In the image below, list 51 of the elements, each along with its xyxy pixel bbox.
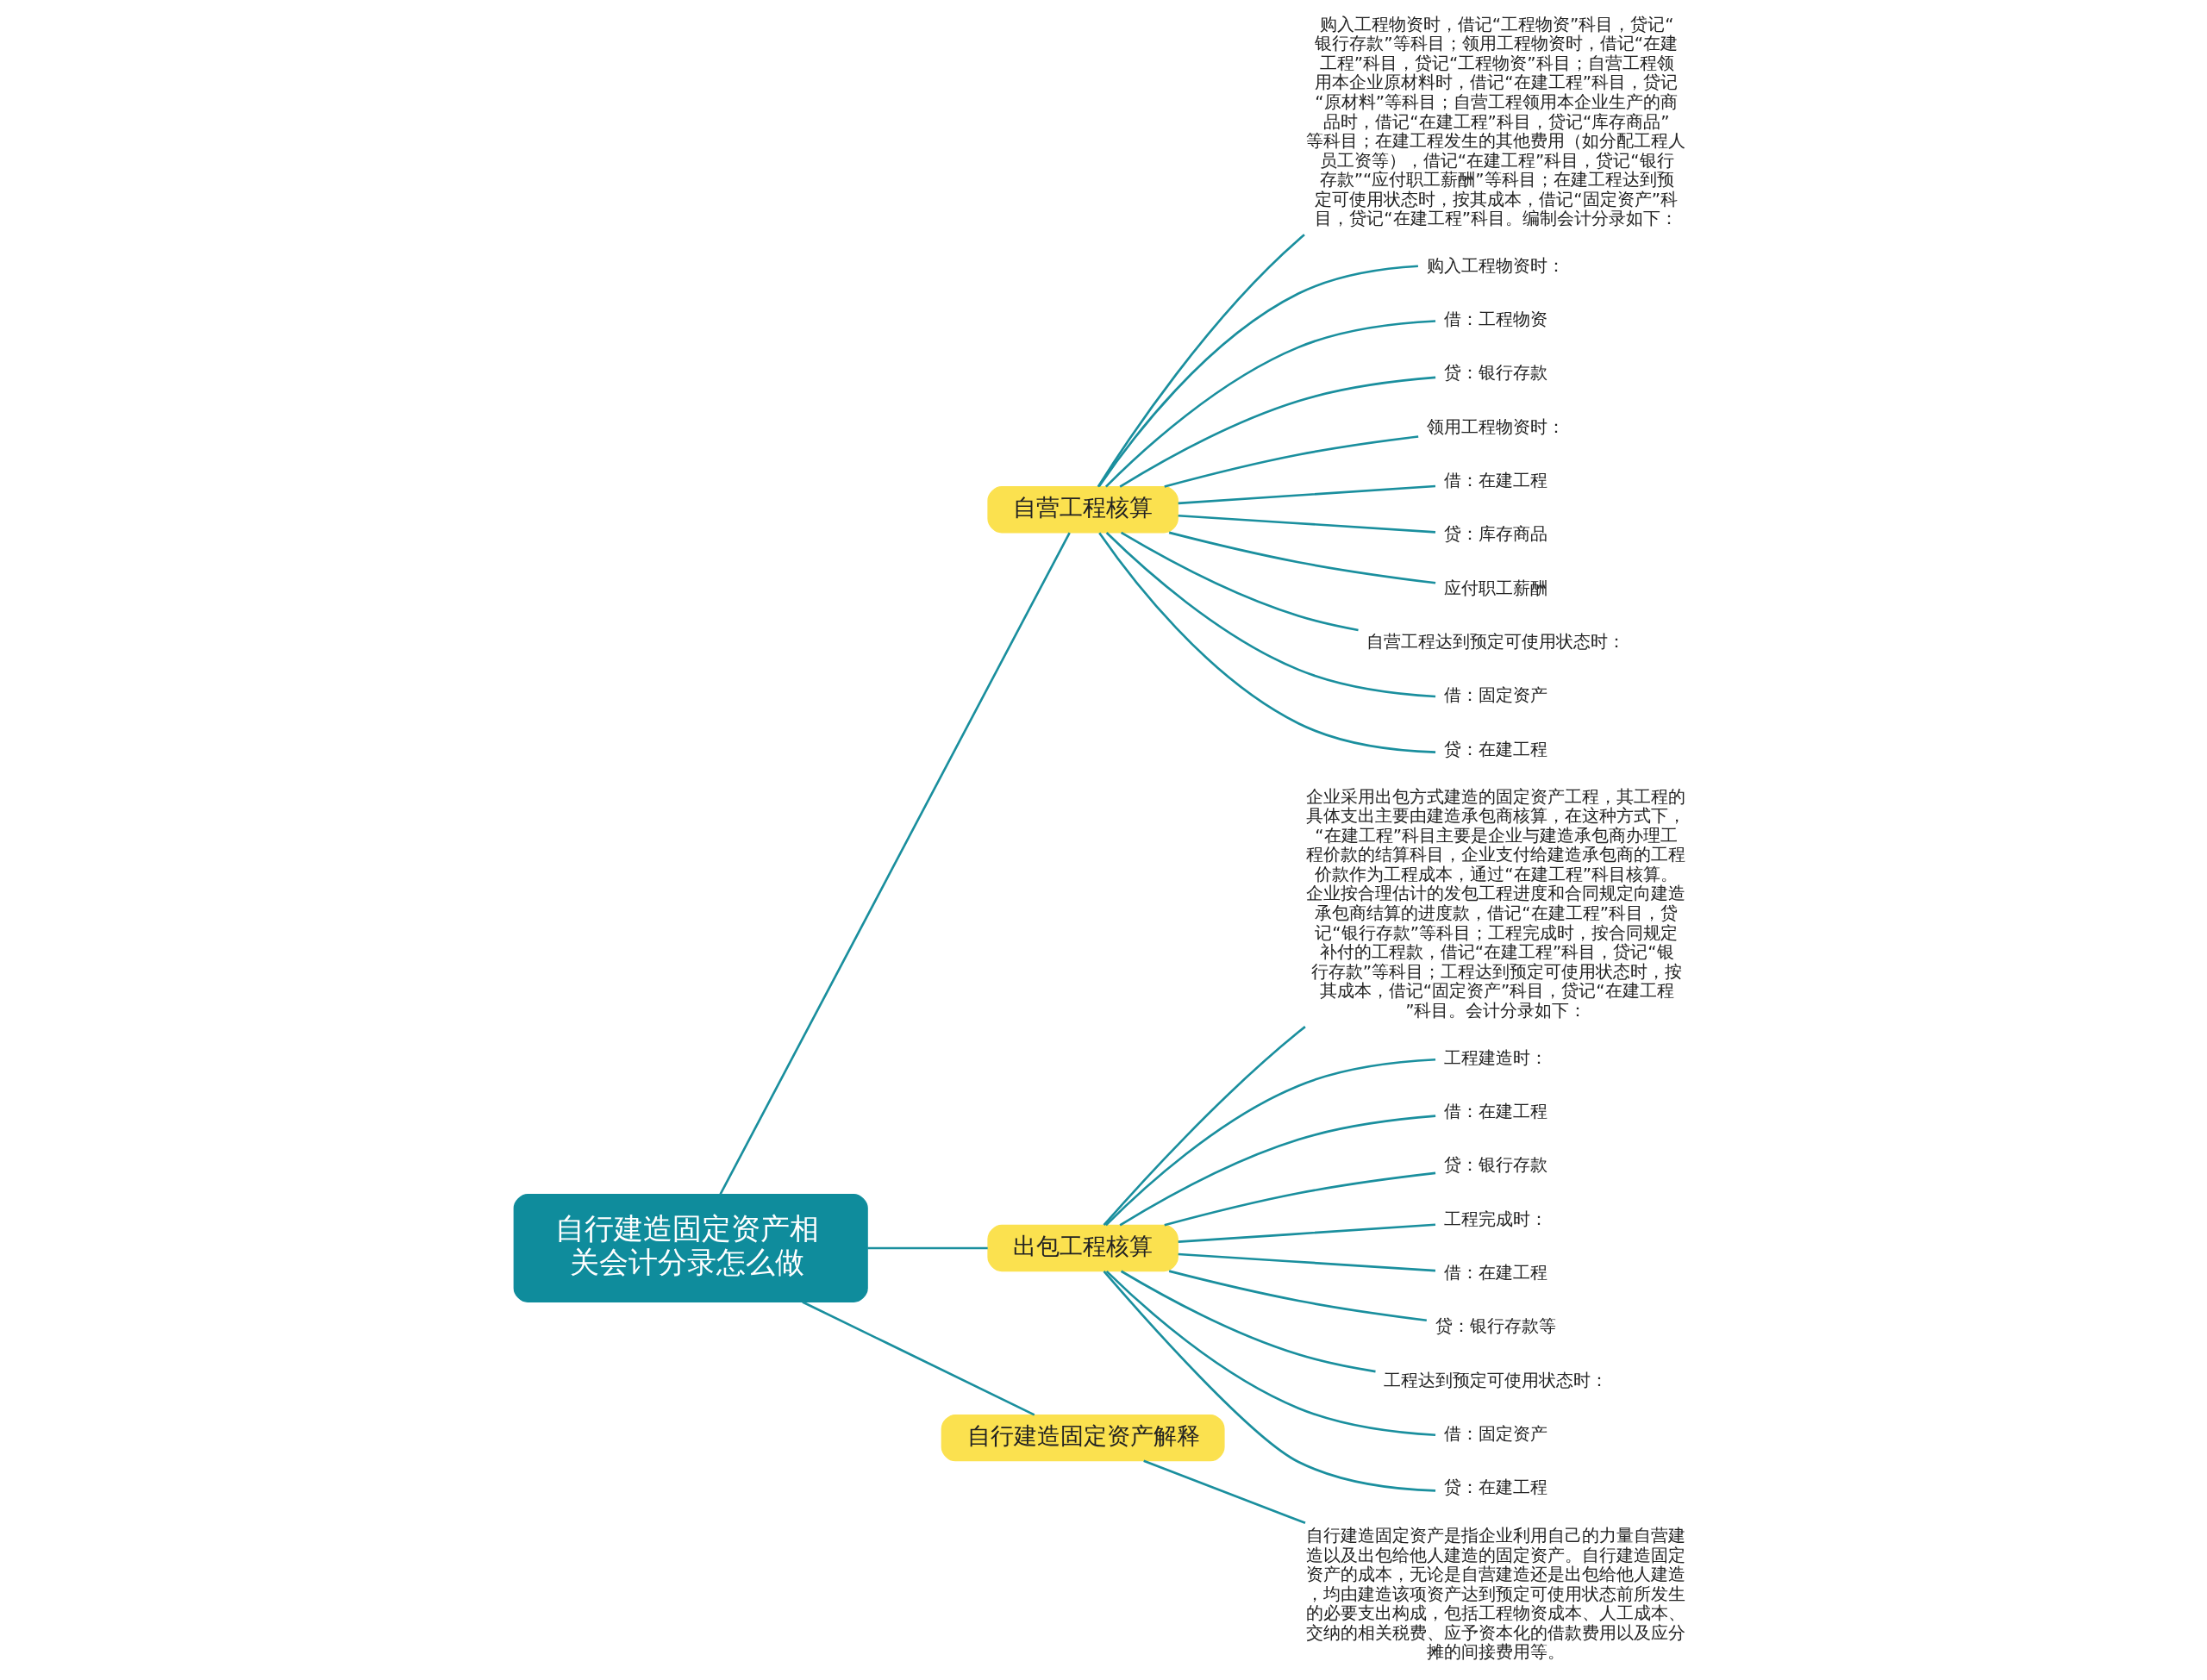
node-box: 出包工程核算 bbox=[987, 1224, 1179, 1272]
connector bbox=[1119, 1115, 1436, 1227]
connector bbox=[1104, 1058, 1436, 1227]
connector bbox=[1120, 1270, 1376, 1373]
connector bbox=[802, 1301, 1035, 1416]
connector bbox=[1178, 1252, 1436, 1272]
connector bbox=[1119, 376, 1436, 488]
node-text: 应付职工薪酬 bbox=[1443, 578, 1547, 598]
connector bbox=[1103, 1026, 1306, 1227]
node-text: 企业采用出包方式建造的固定资产工程，其工程的具体支出主要由建造承包商核算，在这种方式下，“在建工程”科目主要是企业与建造承包商办理工程价款的结算科目，企业支付给建造承包商的工程价款作为工程成本，通过“在建工程”科目核算。企业按合理估计的发包工程进度和合同规定向建造承包商结算的进度款，借记“在建工程”科目，贷记“银行存款”等科目；工程完成时，按合同规定补付的工程款，借记“在建工程”科目，贷记“银行存款”等科目；工程达到预定可使用状态时，按其成本，借记“固定资产”科目，贷记“在建工程”科目。会计分录如下： bbox=[1306, 786, 1686, 1021]
node-text: 自行建造固定资产是指企业利用自己的力量自营建造以及出包给他人建造的固定资产。自行建造固定资产的成本，无论是自营建造还是出包给他人建造，均由建造该项资产达到预定可使用状态前所发生的必要支出构成，包括工程物资成本、人工成本、交纳的相关税费、应予资本化的借款费用以及应分摊的间接费用等。 bbox=[1306, 1526, 1686, 1663]
node-text: 工程建造时： bbox=[1443, 1047, 1547, 1068]
connector bbox=[1178, 484, 1436, 505]
connector bbox=[1164, 435, 1419, 488]
node-text: 借：工程物资 bbox=[1443, 309, 1547, 330]
node-box: 自营工程核算 bbox=[987, 486, 1179, 534]
node-text: 借：在建工程 bbox=[1443, 471, 1547, 491]
connector bbox=[1178, 1223, 1436, 1243]
connector bbox=[1105, 1270, 1436, 1437]
node-text: 借：固定资产 bbox=[1443, 685, 1547, 706]
connector bbox=[1104, 320, 1436, 488]
node-text: 工程完成时： bbox=[1443, 1208, 1547, 1229]
connector bbox=[1098, 532, 1436, 753]
connector bbox=[1097, 265, 1418, 488]
connector bbox=[1143, 1459, 1306, 1524]
node-text: 贷：在建工程 bbox=[1443, 739, 1547, 759]
connector bbox=[1105, 532, 1436, 698]
connector bbox=[1103, 1271, 1436, 1492]
connector bbox=[867, 1246, 988, 1250]
node-text: 贷：银行存款 bbox=[1443, 363, 1547, 384]
node-text: 借：固定资产 bbox=[1443, 1424, 1547, 1445]
connector bbox=[1168, 1270, 1427, 1322]
node-text: 工程达到预定可使用状态时： bbox=[1383, 1370, 1608, 1390]
node-text: 购入工程物资时： bbox=[1426, 255, 1565, 276]
node-text: 购入工程物资时，借记“工程物资”科目，贷记“银行存款”等科目；领用工程物资时，借记“在建工程”科目，贷记“工程物资”科目；自营工程领用本企业原材料时，借记“在建工程”科目，贷记“原材料”等科目；自营工程领用本企业生产的商品时，借记“在建工程”科目，贷记“库存商品”等科目；在建工程发生的其他费用（如分配工程人员工资等），借记“在建工程”科目，贷记“银行存款”“应付职工薪酬”等科目；在建工程达到预定可使用状态时，按其成本，借记“固定资产”科目，贷记“在建工程”科目。编制会计分录如下： bbox=[1306, 14, 1686, 229]
node-text: 自营工程达到预定可使用状态时： bbox=[1366, 632, 1626, 653]
node-text: 贷：在建工程 bbox=[1443, 1477, 1547, 1498]
node-box: 自行建造固定资产相关会计分录怎么做 bbox=[513, 1194, 868, 1302]
node-box: 自行建造固定资产解释 bbox=[941, 1414, 1225, 1462]
node-text: 借：在建工程 bbox=[1443, 1263, 1547, 1283]
connector bbox=[1168, 531, 1436, 584]
connector bbox=[1120, 531, 1359, 632]
node-text: 贷：银行存款等 bbox=[1435, 1316, 1556, 1337]
node-text: 领用工程物资时： bbox=[1426, 416, 1565, 437]
node-text: 贷：银行存款 bbox=[1443, 1155, 1547, 1176]
connector bbox=[719, 532, 1071, 1195]
connector bbox=[1097, 234, 1305, 488]
node-text: 借：在建工程 bbox=[1443, 1102, 1547, 1122]
connector bbox=[1164, 1171, 1436, 1227]
connector bbox=[1178, 514, 1436, 534]
node-text: 贷：库存商品 bbox=[1443, 524, 1547, 545]
